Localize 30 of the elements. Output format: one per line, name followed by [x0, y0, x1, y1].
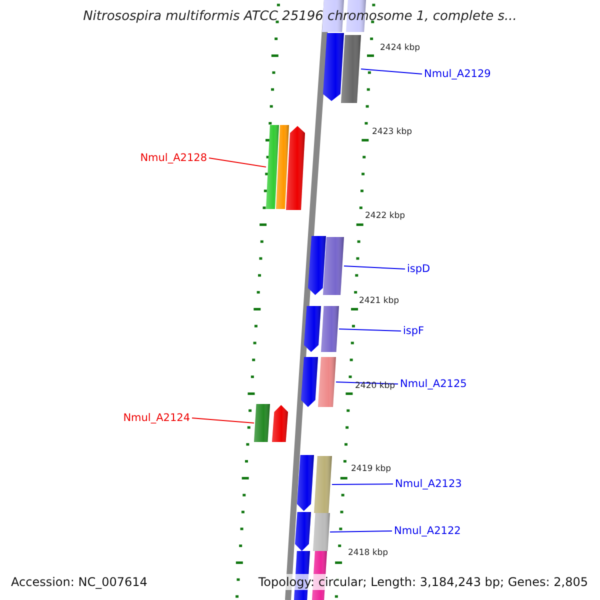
- gene-label: Nmul_A2124: [123, 412, 190, 424]
- leader-line: [330, 530, 392, 532]
- leader-line: [192, 418, 254, 424]
- leader-line: [332, 484, 394, 485]
- gene-label: ispD: [407, 263, 430, 275]
- leader-line: [338, 328, 402, 332]
- gene-label: Nmul_A2123: [395, 478, 462, 490]
- scale-label: 2420 kbp: [355, 381, 396, 391]
- gene-label: Nmul_A2125: [400, 378, 467, 390]
- leader-line: [208, 158, 266, 168]
- gene-block: [323, 237, 344, 295]
- accession-label: Accession: NC_007614: [9, 574, 150, 590]
- leader-line: [360, 68, 422, 74]
- scale-label: 2421 kbp: [359, 296, 400, 306]
- map-title: Nitrosospira multiformis ATCC 25196 chromosome 1, complete s...: [82, 9, 518, 24]
- gene-block: [318, 357, 336, 407]
- sequence-info: Topology: circular; Length: 3,184,243 bp; Genes: 2,805: [256, 574, 590, 590]
- gene-block: [313, 513, 330, 551]
- gene-block: [266, 125, 279, 209]
- gene-label: ispF: [403, 325, 424, 337]
- gene-block: [321, 306, 339, 352]
- gene-block: [314, 456, 332, 513]
- scale-label: 2423 kbp: [372, 127, 412, 137]
- gene-label: Nmul_A2129: [424, 68, 491, 80]
- gene-block: [341, 35, 361, 103]
- gene-block: [254, 404, 270, 442]
- gene-label: Nmul_A2128: [140, 152, 207, 164]
- leader-line: [344, 266, 406, 270]
- gene-label: Nmul_A2122: [394, 525, 461, 537]
- leader-line: [336, 382, 398, 384]
